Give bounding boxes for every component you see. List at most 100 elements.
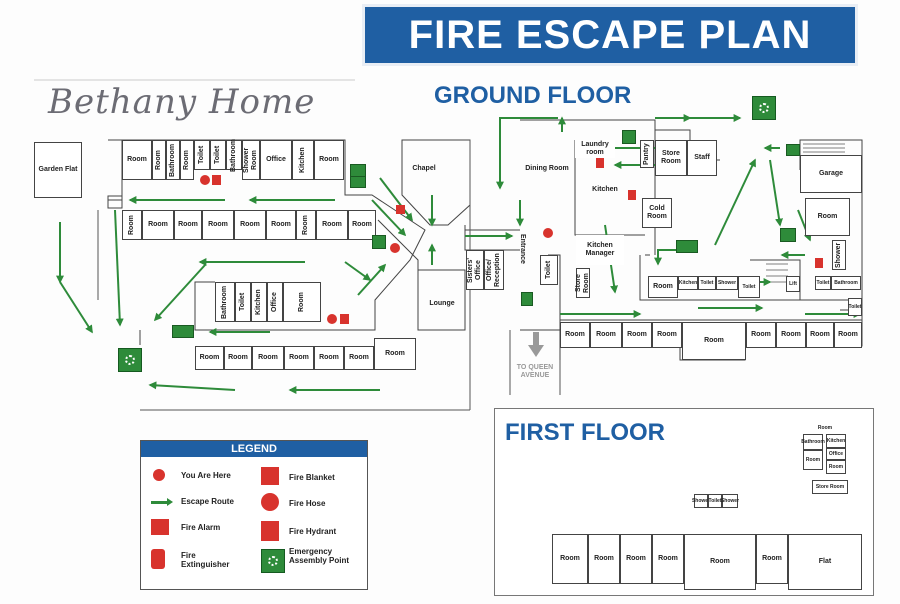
escape-route-arrow-icon [151, 501, 169, 504]
to-queen-avenue-label: TO QUEEN AVENUE [516, 364, 554, 379]
toilet: Toilet [698, 276, 716, 290]
assembly-point-icon [261, 549, 285, 573]
fire-hose-icon [327, 314, 337, 324]
assembly-point-icon [752, 96, 776, 120]
to-queen-avenue-arrow-icon [528, 332, 544, 357]
shower: Shower [832, 240, 846, 270]
ground-floor-heading: GROUND FLOOR [434, 82, 632, 109]
exit-sign-icon [521, 292, 533, 306]
legend-fire-alarm: Fire Alarm [181, 523, 221, 532]
toilet: Toilet [738, 276, 760, 298]
page-title: FIRE ESCAPE PLAN [408, 13, 812, 57]
fire-alarm-icon [815, 258, 823, 268]
room: Room [344, 346, 374, 370]
legend-fire-extinguisher: Fire Extinguisher [181, 551, 230, 569]
fire-alarm-icon [628, 190, 636, 200]
first-floor-heading: FIRST FLOOR [505, 419, 665, 446]
legend-fire-hydrant: Fire Hydrant [289, 527, 337, 536]
you-are-here-icon [153, 469, 165, 481]
dining-room-label: Dining Room [525, 165, 569, 172]
legend-title: LEGEND [141, 441, 367, 457]
room: Room [174, 210, 202, 240]
room: Room [283, 282, 321, 322]
room: Room [552, 534, 588, 584]
room: Room [560, 322, 590, 348]
room: Room [826, 460, 846, 474]
room: Room [284, 346, 314, 370]
bathroom: Bathroom [166, 140, 180, 180]
bathroom: Bathroom [801, 434, 825, 450]
room: Room [806, 322, 834, 348]
room: Room [620, 534, 652, 584]
title-banner: FIRE ESCAPE PLAN [362, 4, 858, 66]
room: Room [588, 534, 620, 584]
shower: Shower [692, 494, 710, 508]
fire-hydrant-icon [261, 521, 279, 541]
garage: Garage [800, 155, 862, 193]
legend-you-are-here: You Are Here [181, 471, 231, 480]
toilet: Toilet [210, 140, 226, 170]
flat: Flat [788, 534, 862, 590]
room: Room [374, 338, 416, 370]
room: Room [314, 346, 344, 370]
toilet: Toilet [194, 140, 210, 170]
room: Room [803, 450, 823, 470]
room: Room [348, 210, 376, 240]
bathroom: Bathroom [831, 276, 861, 290]
toilet: Toilet [708, 494, 722, 508]
room: Room [202, 210, 234, 240]
exit-sign-icon [622, 130, 636, 144]
room: Room [122, 210, 142, 240]
room: Room [805, 198, 850, 236]
legend-fire-blanket: Fire Blanket [289, 473, 335, 482]
room: Room [802, 424, 848, 432]
sisters-office: Sisters' Office [466, 250, 484, 290]
entrance-label: Entrance [519, 234, 526, 264]
shower: Shower [721, 494, 739, 508]
store-room-small: Store Room [575, 268, 590, 298]
exit-sign-icon [780, 228, 796, 242]
room: Room [152, 140, 166, 180]
room: Room [648, 276, 678, 298]
office: Office [267, 282, 283, 322]
escape-route-arrow-head-icon [167, 498, 173, 506]
fire-hose-icon [543, 228, 553, 238]
room: Room [296, 210, 316, 240]
shower: Shower [716, 276, 738, 290]
store-room: Store Room [655, 140, 687, 176]
kitchen: Kitchen [251, 282, 267, 322]
kitchen-manager: Kitchen Manager [576, 235, 624, 265]
room: Room [756, 534, 788, 584]
room: Room [252, 346, 284, 370]
room: Room [652, 322, 682, 348]
fire-hose-icon [390, 243, 400, 253]
laundry-room: Laundry room [575, 140, 615, 158]
legend-emergency-assembly: Emergency Assembly Point [289, 547, 350, 565]
toilet: Toilet [540, 255, 558, 285]
fire-alarm-icon [340, 314, 349, 324]
room: Room [590, 322, 622, 348]
fire-hose-icon [261, 493, 279, 511]
room: Room [180, 140, 194, 180]
room: Room [682, 322, 746, 360]
exit-sign-icon [350, 176, 366, 188]
exit-sign-icon [372, 235, 386, 249]
room: Room [746, 322, 776, 348]
store-room: Store Room [812, 480, 848, 494]
room: Room [834, 322, 862, 348]
you-are-here-icon [200, 175, 210, 185]
toilet: Toilet [815, 276, 831, 290]
room: Room [684, 534, 756, 590]
room: Room [314, 140, 344, 180]
chapel-label: Chapel [412, 165, 436, 172]
office-reception: Office/ Reception [484, 250, 504, 290]
bathroom: Bathroom [215, 282, 235, 322]
fire-alarm-icon [212, 175, 221, 185]
room: Room [622, 322, 652, 348]
exit-sign-icon [786, 144, 800, 156]
bathroom: Bathroom [226, 138, 242, 172]
fire-alarm-icon [396, 205, 405, 214]
kitchen-label: Kitchen [592, 186, 618, 193]
cold-room: Cold Room [642, 198, 672, 228]
